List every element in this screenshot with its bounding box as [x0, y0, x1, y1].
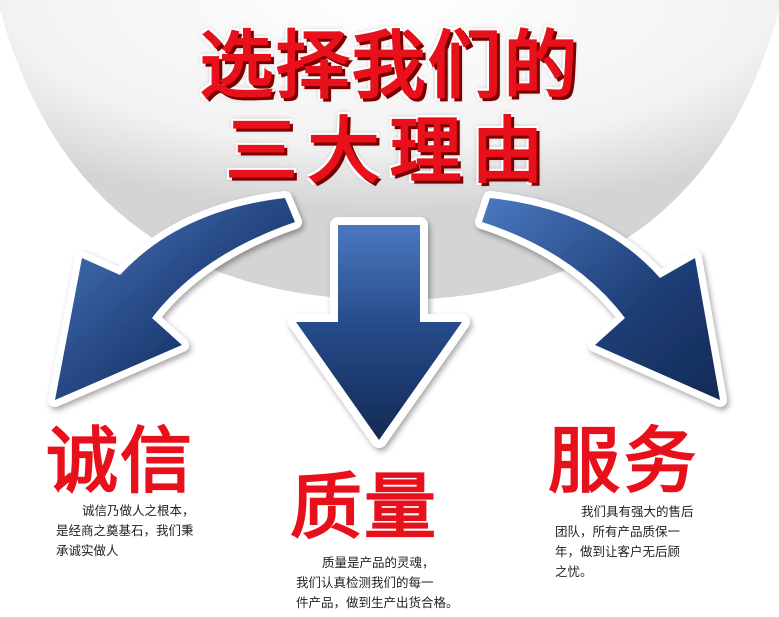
arrow-right-icon: [475, 191, 727, 407]
arrow-down-icon: [288, 217, 470, 448]
reason-description-integrity: 诚信乃做人之根本， 是经商之奠基石，我们秉 承诚实做人: [56, 501, 195, 561]
title-line-1: 选择我们的: [199, 23, 580, 109]
description-line: 团队，所有产品质保一: [555, 524, 681, 539]
reason-description-quality: 质量是产品的灵魂， 我们认真检测我们的每一 件产品，做到生产出货合格。: [296, 553, 459, 613]
arrow-left-icon: [48, 191, 302, 407]
description-line: 之忧。: [555, 564, 593, 579]
description-line: 我们认真检测我们的每一: [296, 575, 434, 590]
description-line: 诚信乃做人之根本，: [82, 503, 195, 518]
description-line: 年，做到让客户无后顾: [555, 544, 681, 559]
description-line: 件产品，做到生产出货合格。: [296, 595, 459, 610]
description-line: 我们具有强大的售后: [581, 504, 694, 519]
reason-description-service: 我们具有强大的售后 团队，所有产品质保一 年，做到让客户无后顾 之忧。: [555, 502, 694, 582]
description-line: 承诚实做人: [56, 543, 119, 558]
reason-heading-quality: 质量: [290, 465, 439, 549]
description-line: 质量是产品的灵魂，: [322, 555, 435, 570]
reason-heading-integrity: 诚信: [46, 419, 195, 503]
title-line-2: 三大理由: [225, 109, 554, 193]
reason-heading-service: 服务: [548, 419, 701, 503]
description-line: 是经商之奠基石，我们秉: [56, 523, 194, 538]
